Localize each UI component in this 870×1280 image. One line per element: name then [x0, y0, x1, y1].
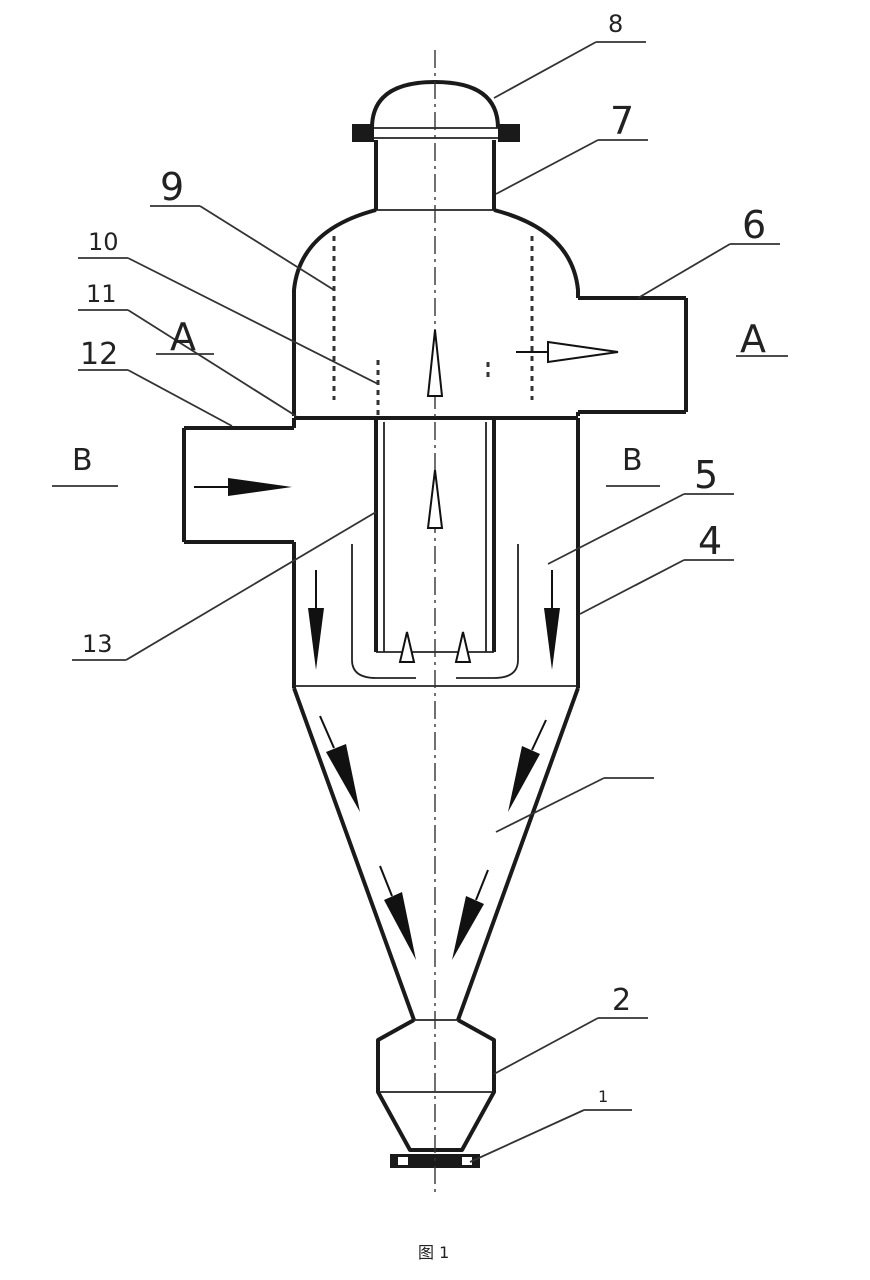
inner-tube [351, 418, 519, 679]
down-arrow-icon [544, 608, 560, 670]
label-part-7: 7 [610, 99, 634, 143]
up-arrow-icon [454, 631, 472, 663]
part-labels: 8 7 9 10 11 12 6 5 4 13 2 1 [80, 10, 766, 1106]
top-flange-left [352, 124, 374, 142]
section-a-right: A [740, 317, 766, 361]
label-part-5: 5 [694, 453, 718, 497]
cone-left [292, 687, 416, 1021]
upper-chamber-right [493, 208, 580, 298]
label-part-10: 10 [88, 228, 119, 256]
perforated-lines [332, 236, 534, 416]
label-part-6: 6 [742, 203, 766, 247]
label-part-4: 4 [698, 519, 722, 563]
upper-chamber-left [292, 208, 377, 416]
figure-caption: 图 1 [418, 1243, 449, 1262]
dust-hopper [376, 1018, 496, 1152]
label-part-9: 9 [160, 165, 184, 209]
up-arrow-icon [398, 631, 416, 663]
up-arrow-icon [426, 329, 444, 397]
down-arrow-icon [326, 744, 360, 812]
section-a-left: A [170, 315, 196, 359]
leader-lines [52, 41, 788, 1163]
top-flange-right [498, 124, 520, 142]
label-part-12-top: 12 [80, 337, 118, 372]
outlet-arrow-icon [547, 340, 619, 364]
down-arrow-icon [452, 896, 484, 960]
label-part-8: 8 [608, 10, 623, 38]
section-labels: A A B B [72, 315, 766, 478]
label-part-11: 11 [86, 280, 117, 308]
label-part-2-bottom: 2 [612, 983, 631, 1018]
vessel-body [182, 80, 688, 1168]
down-arrow-icon [508, 746, 540, 812]
label-part-1: 1 [598, 1087, 608, 1106]
cone-right [456, 687, 580, 1021]
section-b-left: B [72, 443, 93, 478]
flow-arrows [194, 329, 619, 960]
down-arrow-icon [308, 608, 324, 670]
up-arrow-icon [426, 469, 444, 529]
outlet-pipe [578, 296, 688, 414]
section-b-right: B [622, 443, 643, 478]
inlet-pipe [182, 426, 294, 544]
down-arrow-icon [384, 892, 416, 960]
inlet-arrow-icon [228, 478, 292, 496]
label-part-13: 13 [82, 630, 113, 658]
